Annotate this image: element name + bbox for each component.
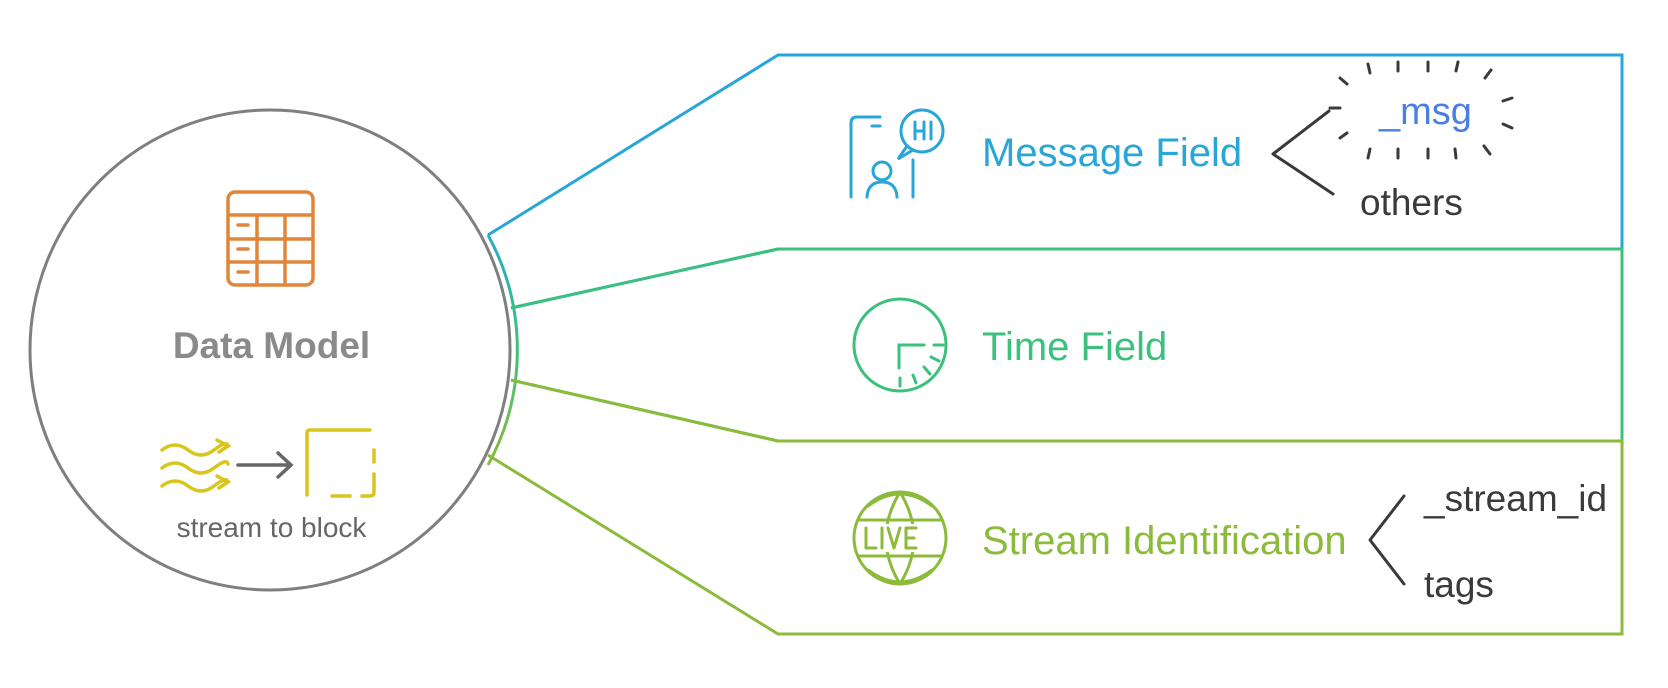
stream-identification-title: Stream Identification (982, 519, 1347, 563)
time-field-title: Time Field (982, 325, 1168, 369)
message-hi-icon (849, 108, 945, 199)
clock-icon (852, 297, 948, 393)
center-subtitle: stream to block (176, 512, 367, 543)
stream-items-bracket (1368, 494, 1406, 586)
message-field-item: others (1360, 182, 1463, 223)
center-title: Data Model (172, 325, 371, 366)
stream-identification-band (487, 378, 1624, 636)
stream-identification-item: tags (1424, 564, 1494, 605)
stream-identification-item: _stream_id (1424, 478, 1608, 519)
table-icon (226, 190, 315, 287)
stream-to-block-icon (160, 428, 376, 498)
live-globe-icon (852, 490, 948, 586)
message-field-title: Message Field (982, 131, 1243, 175)
center-circle-arc (486, 234, 519, 466)
highlight-sparkle-icon (1328, 60, 1514, 160)
center-circle (28, 108, 512, 592)
message-items-bracket (1271, 109, 1335, 196)
message-field-item-highlighted: _msg (1379, 91, 1472, 133)
